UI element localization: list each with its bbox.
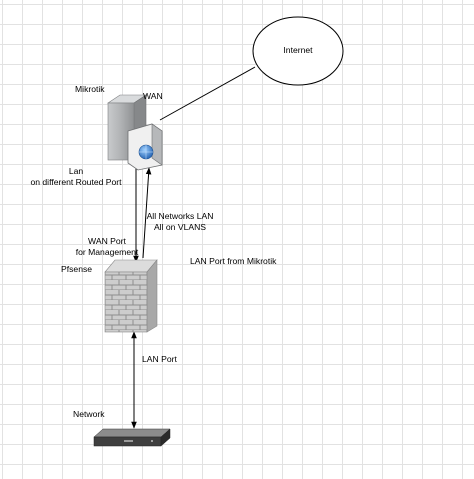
lan-routed-port-label: Lan on different Routed Port <box>30 166 122 187</box>
wan-label: WAN <box>143 91 163 101</box>
rack-switch-icon[interactable] <box>93 428 171 447</box>
lan-port-label: LAN Port <box>142 354 177 364</box>
pfsense-label: Pfsense <box>61 264 93 274</box>
internet-label: Internet <box>283 45 313 55</box>
network-label: Network <box>73 409 105 419</box>
wan-port-management-label: WAN Port for Management <box>75 236 139 257</box>
lan-port-from-mikrotik-label: LAN Port from Mikrotik <box>190 256 277 266</box>
pfsense-to-mikrotik-arrow <box>142 167 152 259</box>
mikrotik-internet-link <box>159 66 256 121</box>
mikrotik-label: Mikrotik <box>75 84 105 94</box>
firewall-brick-wall-icon[interactable] <box>104 259 158 333</box>
all-networks-lan-label: All Networks LAN All on VLANS <box>146 211 214 232</box>
server-tower-icon[interactable] <box>107 94 163 171</box>
internet-ellipse[interactable] <box>252 16 344 86</box>
